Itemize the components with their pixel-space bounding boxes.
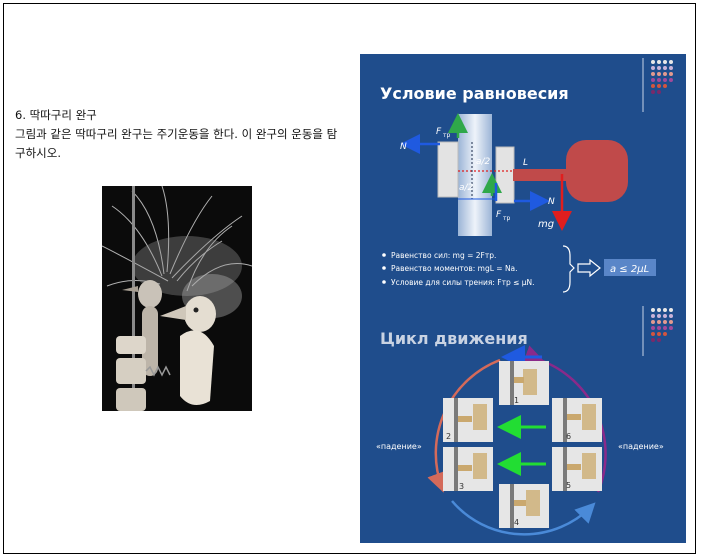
motion-cycle-diagram: 1 2 3 4	[376, 345, 664, 536]
svg-text:3: 3	[459, 482, 464, 491]
page-border	[3, 3, 696, 554]
equilibrium-diagram: N N F тр F тр a/2 a/2 L mg	[400, 113, 628, 236]
condition-friction: Условие для силы трения: Fтр ≤ μN.	[391, 278, 535, 287]
cycle-step-1: 1	[499, 361, 549, 405]
result-box	[604, 259, 656, 276]
condition-moments: Равенство моментов: mgL = Na.	[391, 264, 518, 273]
svg-text:1: 1	[514, 396, 519, 405]
physics-slide: Условие равновесия N N F тр F тр a/2 a/2	[360, 54, 686, 543]
implies-arrow-icon	[577, 258, 601, 278]
svg-text:N: N	[548, 197, 555, 207]
decor-dots-top	[642, 58, 673, 112]
problem-block: 6. 딱따구리 완구 그림과 같은 딱따구리 완구는 주기운동을 한다. 이 완…	[15, 106, 345, 163]
svg-text:F: F	[436, 127, 442, 137]
cycle-step-4: 4	[499, 484, 549, 528]
cycle-step-2: 2	[443, 398, 493, 442]
cycle-step-6: 6	[552, 398, 602, 442]
svg-text:2: 2	[446, 432, 451, 441]
svg-text:a/2: a/2	[459, 183, 474, 193]
svg-text:F: F	[496, 210, 502, 220]
svg-text:тр: тр	[443, 132, 450, 139]
slide-title-cycle: Цикл движения	[380, 329, 528, 348]
svg-text:N: N	[400, 142, 407, 152]
cycle-step-5: 5	[552, 447, 602, 491]
slide-title-equilibrium: Условие равновесия	[380, 84, 569, 103]
condition-forces: Равенство сил: mg = 2Fтр.	[391, 251, 496, 260]
result-formula: a ≤ 2μL	[610, 264, 649, 275]
fall-label-right: «падение»	[618, 442, 664, 451]
equilibrium-conditions: Равенство сил: mg = 2Fтр. Равенство моме…	[382, 251, 535, 287]
decor-dots-middle	[642, 306, 673, 356]
svg-text:5: 5	[566, 481, 571, 490]
svg-text:4: 4	[514, 518, 519, 527]
woodpecker-toy-photo	[102, 186, 252, 411]
svg-text:тр: тр	[503, 215, 510, 222]
svg-text:mg: mg	[538, 219, 554, 230]
svg-text:L: L	[523, 158, 528, 168]
problem-text: 그림과 같은 딱따구리 완구는 주기운동을 한다. 이 완구의 운동을 탐구하시…	[15, 127, 338, 160]
fall-label-left: «падение»	[376, 442, 422, 451]
svg-text:6: 6	[566, 432, 571, 441]
svg-text:a/2: a/2	[476, 157, 491, 167]
problem-title: 6. 딱따구리 완구	[15, 108, 97, 122]
cycle-step-3: 3	[443, 447, 493, 491]
